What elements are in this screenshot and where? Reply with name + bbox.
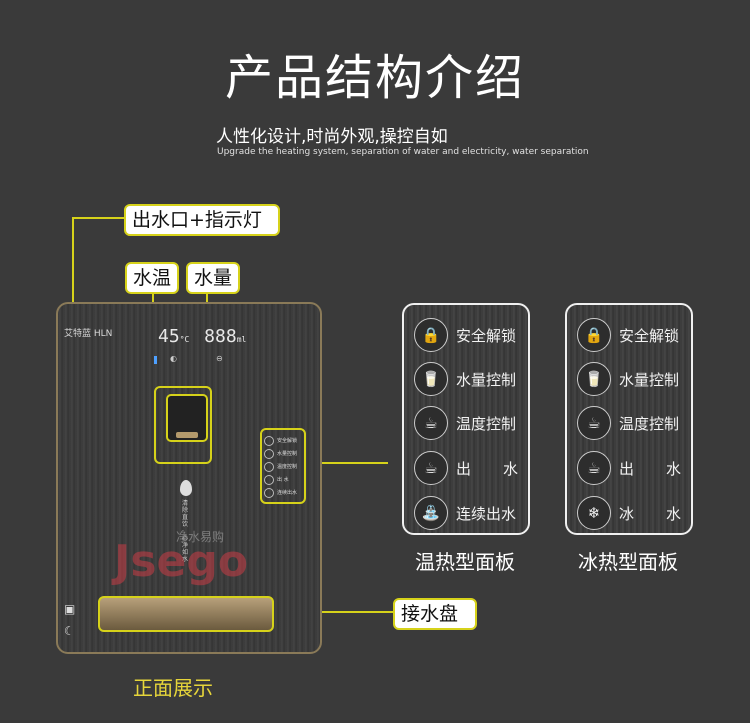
panel-label: 出水 [619, 458, 681, 479]
lock-icon: ⊖ [216, 354, 223, 363]
mini-label: 连续出水 [277, 490, 298, 496]
drop-icon: ◐ [170, 354, 177, 363]
hot-cup-icon: ☕ [577, 406, 611, 440]
level-bars-icon [154, 356, 167, 364]
panel-label: 安全解锁 [456, 326, 517, 345]
cold-panel: 🔒 安全解锁 🥛 水量控制 ☕ 温度控制 ☕ 出水 ❄ 冰水 [565, 303, 693, 535]
snowflake-icon: ❄ [577, 496, 611, 530]
mini-row[interactable]: 出 水 [264, 473, 302, 486]
leader-line [272, 611, 393, 613]
panel-row[interactable]: 🔒 安全解锁 [577, 317, 679, 353]
mini-row[interactable]: 水量控制 [264, 447, 302, 460]
continuous-icon: ⛲ [414, 496, 448, 530]
label-part: 水 [665, 459, 681, 478]
panel-row[interactable]: ☕ 出水 [414, 450, 518, 486]
cup-icon: ▣ [64, 602, 76, 616]
nozzle [176, 432, 198, 438]
temp-value: 45 [158, 326, 180, 347]
cup-icon: ☕ [414, 451, 448, 485]
lock-icon: 🔒 [414, 318, 448, 352]
vertical-slogan: 清除直饮 · 心净如水 [182, 500, 189, 563]
brand-logo: 艾特蓝 HLN [64, 329, 113, 339]
mini-label: 水量控制 [277, 451, 298, 457]
mini-row[interactable]: 安全解锁 [264, 434, 302, 447]
cold-panel-caption: 冰热型面板 [578, 550, 678, 574]
panel-label: 温度控制 [619, 414, 680, 433]
volume-unit: ml [236, 335, 247, 344]
lock-icon: 🔒 [577, 318, 611, 352]
water-drop-icon [180, 480, 192, 496]
temp-unit: °C [179, 335, 190, 344]
drip-tray [98, 596, 274, 632]
panel-row[interactable]: 🥛 水量控制 [414, 361, 516, 397]
cup-volume-icon: 🥛 [577, 362, 611, 396]
dispenser-front: 艾特蓝 HLN 45°C 888ml ◐ ⊖ 安全解锁 水量控制 温度控制 出 … [56, 302, 322, 654]
mini-control-panel: 安全解锁 水量控制 温度控制 出 水 连续出水 [260, 428, 306, 504]
panel-row[interactable]: ☕ 温度控制 [577, 405, 679, 441]
hot-cup-icon: ☕ [414, 406, 448, 440]
watermark-cn: 净水易购 [176, 530, 225, 544]
mini-row[interactable]: 温度控制 [264, 460, 302, 473]
volume-value: 888 [204, 326, 237, 347]
front-caption: 正面展示 [133, 676, 213, 700]
panel-label: 冰水 [619, 503, 681, 524]
panel-row[interactable]: ☕ 温度控制 [414, 405, 516, 441]
watermark: Jsego [114, 536, 249, 587]
display-status-row: ◐ ⊖ [154, 354, 228, 366]
hot-cup-icon [264, 461, 274, 472]
label-part: 出 [619, 459, 635, 478]
mini-label: 温度控制 [277, 464, 298, 470]
mini-row[interactable]: 连续出水 [264, 486, 302, 499]
panel-label: 水量控制 [456, 370, 517, 389]
panel-label: 温度控制 [456, 414, 517, 433]
cup-volume-icon: 🥛 [414, 362, 448, 396]
mini-label: 安全解锁 [277, 438, 298, 444]
panel-row[interactable]: ⛲ 连续出水 [414, 495, 516, 531]
panel-label: 安全解锁 [619, 326, 680, 345]
cup-volume-icon [264, 448, 274, 459]
subtitle-cn: 人性化设计,时尚外观,操控自如 [216, 127, 448, 147]
leader-line [304, 462, 388, 464]
panel-row[interactable]: ☕ 出水 [577, 450, 681, 486]
panel-row[interactable]: 🔒 安全解锁 [414, 317, 516, 353]
label-part: 出 [456, 459, 472, 478]
tray-side-icons: ▣ ☾ [64, 598, 75, 642]
panel-label: 水量控制 [619, 370, 680, 389]
water-outlet [166, 394, 208, 442]
lock-icon [264, 435, 274, 446]
cup-icon [264, 474, 274, 485]
panel-label: 出水 [456, 458, 518, 479]
panel-row[interactable]: 🥛 水量控制 [577, 361, 679, 397]
callout-temp: 水温 [125, 262, 179, 294]
moon-icon: ☾ [64, 624, 75, 638]
warm-panel-caption: 温热型面板 [415, 550, 515, 574]
mini-label: 出 水 [277, 477, 289, 483]
page-title: 产品结构介绍 [224, 50, 525, 106]
label-part: 冰 [619, 504, 635, 523]
callout-outlet: 出水口+指示灯 [124, 204, 280, 236]
callout-volume: 水量 [186, 262, 240, 294]
leader-line [72, 217, 124, 219]
display-readout: 45°C 888ml [158, 326, 246, 347]
panel-row[interactable]: ❄ 冰水 [577, 495, 681, 531]
label-part: 水 [502, 459, 518, 478]
subtitle-en: Upgrade the heating system, separation o… [217, 147, 589, 157]
warm-panel: 🔒 安全解锁 🥛 水量控制 ☕ 温度控制 ☕ 出水 ⛲ 连续出水 [402, 303, 530, 535]
outlet-frame [154, 386, 212, 464]
panel-label: 连续出水 [456, 504, 517, 523]
continuous-icon [264, 487, 274, 498]
callout-tray: 接水盘 [393, 598, 477, 630]
label-part: 水 [665, 504, 681, 523]
cup-icon: ☕ [577, 451, 611, 485]
